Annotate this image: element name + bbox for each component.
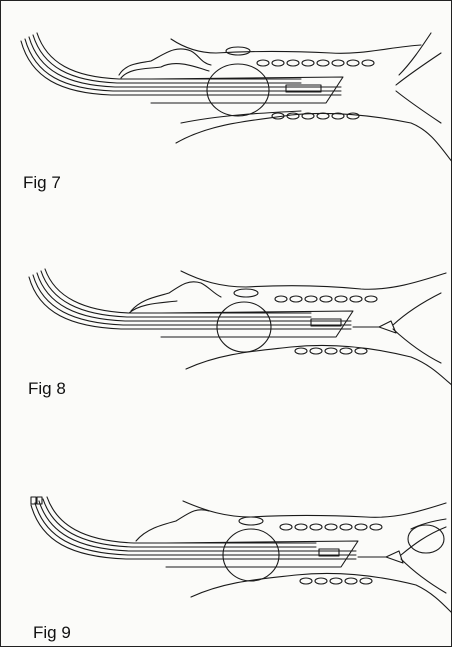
fig9-caption: Fig 9 [33,623,71,643]
fig8-caption: Fig 8 [28,379,66,399]
fig9-drawing [1,469,452,629]
fig8-drawing [1,241,452,401]
fig7-drawing [1,23,452,183]
fig7-caption: Fig 7 [23,173,61,193]
